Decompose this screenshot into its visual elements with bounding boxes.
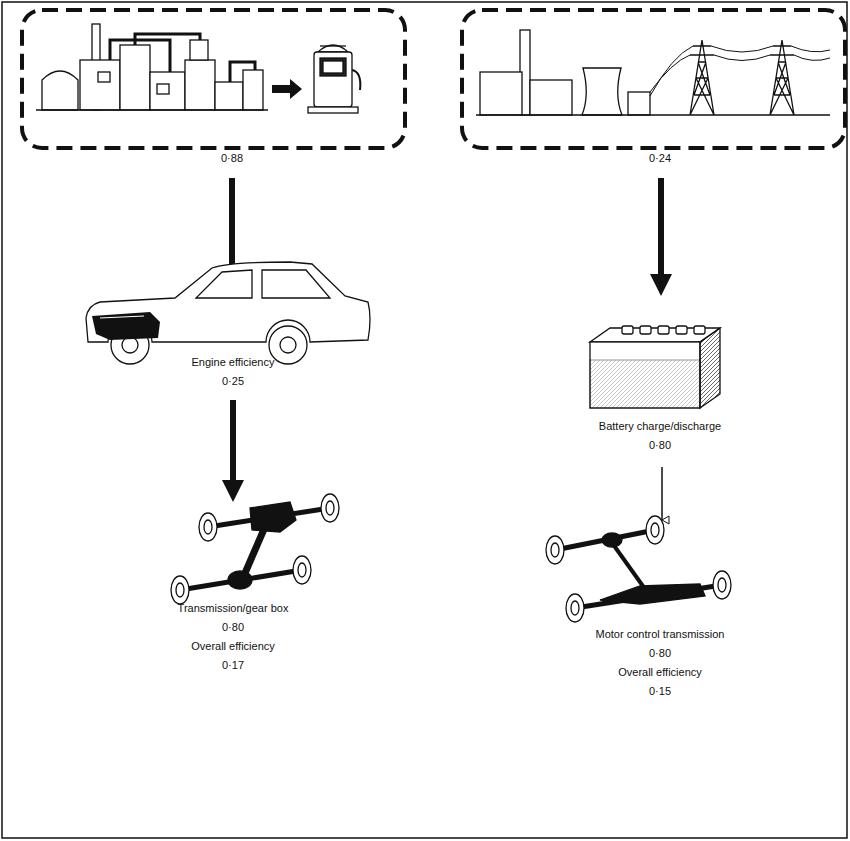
value-label: 0·25	[222, 375, 244, 388]
value-label: 0·80	[222, 621, 244, 634]
value-label: 0·88	[221, 152, 243, 165]
value-label: 0·17	[222, 659, 244, 672]
value-label: Battery charge/discharge	[599, 420, 721, 433]
value-label: Motor control transmission	[596, 628, 725, 641]
value-label: 0·80	[649, 647, 671, 660]
value-label: Overall efficiency	[191, 640, 275, 653]
value-label: 0·80	[649, 439, 671, 452]
value-label: Overall efficiency	[618, 666, 702, 679]
value-label: 0·24	[649, 152, 671, 165]
value-label: 0·15	[649, 685, 671, 698]
value-label: Engine efficiency	[192, 356, 275, 369]
value-label: Transmission/gear box	[178, 602, 289, 615]
